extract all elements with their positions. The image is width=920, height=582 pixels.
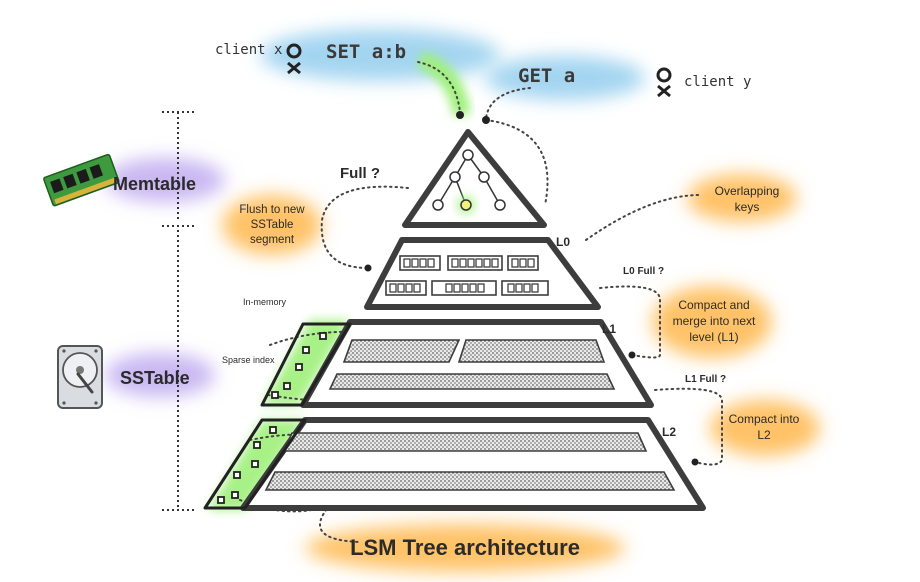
l1-sstable-segment (328, 373, 616, 390)
set-entry-point (456, 111, 464, 119)
sstable-highlight (105, 353, 215, 397)
compact-l2-end-point (691, 458, 699, 466)
l1-full-label: L1 Full ? (685, 374, 726, 385)
overlap-note: Overlapping keys (715, 184, 780, 214)
l1-trapezoid (300, 319, 654, 408)
get-flow-path (485, 87, 531, 119)
get-command: GET a (518, 65, 575, 87)
level-label-l0: L0 (556, 235, 570, 249)
compact-l1-flow-path (599, 285, 661, 359)
index-key (231, 491, 239, 499)
l0-segment-keys (389, 283, 421, 293)
sparse-index-label: Sparse index (222, 355, 275, 365)
overlap-note-line: keys (735, 200, 760, 214)
new-tree-node (460, 199, 472, 211)
index-key (217, 496, 225, 504)
compact-l1-end-point (628, 351, 636, 359)
l2-tier (203, 417, 706, 511)
l0-trapezoid (364, 237, 601, 310)
overlap-pointer (585, 194, 701, 241)
index-key (233, 471, 241, 479)
compact-l1-note-line: level (L1) (689, 330, 738, 344)
index-key (251, 460, 259, 468)
compact-l2-flow-path (654, 387, 723, 466)
compact-l1-note-line: Compact and (678, 298, 749, 312)
hard-disk-icon (57, 345, 103, 409)
flush-highlight (222, 195, 322, 255)
overlap-highlight (687, 174, 797, 222)
ram-stick-icon (43, 153, 120, 207)
tree-node (449, 171, 461, 183)
flush-end-point (364, 264, 372, 272)
level-ruler (162, 111, 194, 511)
l0-full-label: L0 Full ? (623, 266, 664, 277)
tree-node (462, 149, 474, 161)
flush-flow-path (320, 185, 409, 269)
compact-l2-note: Compact into L2 (729, 412, 800, 442)
full-question-label: Full ? (340, 165, 380, 182)
compact-l1-note: Compact and merge into next level (L1) (673, 298, 756, 344)
compact-l1-note-line: merge into next (673, 314, 756, 328)
memtable-highlight (105, 158, 225, 202)
l0-segment-keys (511, 258, 535, 268)
index-key (253, 441, 261, 449)
compact-l2-note-line: Compact into (729, 412, 800, 426)
index-key (271, 391, 279, 399)
tree-node (432, 199, 444, 211)
flush-note-line: segment (250, 234, 295, 246)
l0-tier (364, 237, 601, 310)
compact-l1-highlight (652, 286, 772, 358)
tree-node (494, 199, 506, 211)
l1-sstable-segment (342, 339, 461, 363)
flush-note-line: Flush to new (239, 204, 305, 216)
diagram-title: LSM Tree architecture (350, 535, 580, 560)
index-key (283, 382, 291, 390)
sstable-label: SSTable (120, 368, 190, 388)
highlight-layer (105, 29, 820, 572)
memtable-triangle (402, 129, 547, 228)
flush-note-line: SSTable (251, 219, 294, 231)
l0-segment-keys (403, 258, 435, 268)
client-y-label: client y (684, 74, 751, 90)
title-highlight (305, 524, 625, 572)
l0-segment-keys (451, 258, 499, 268)
index-key (295, 363, 303, 371)
l2-sstable-segment (264, 471, 676, 491)
tree-node (478, 171, 490, 183)
get-search-path (485, 119, 549, 206)
l0-segment-keys (445, 283, 485, 293)
l1-sparse-index (260, 322, 352, 407)
in-memory-label: In-memory (243, 297, 287, 307)
client-x-icon (286, 43, 302, 75)
memtable-tier (402, 129, 547, 228)
get-entry-point (482, 116, 490, 124)
set-flow-path (417, 61, 461, 113)
l1-sstable-segment (457, 339, 606, 363)
index-key (269, 426, 277, 434)
overlap-note-line: Overlapping (715, 184, 780, 198)
set-command: SET a:b (326, 41, 406, 63)
l1-tier (260, 319, 654, 408)
client-x-label: client x (215, 42, 282, 58)
l0-segment-keys (507, 283, 539, 293)
l2-sstable-segment (282, 432, 648, 452)
level-label-l2: L2 (662, 425, 676, 439)
compact-l2-note-line: L2 (757, 428, 771, 442)
index-key (302, 346, 310, 354)
flush-note: Flush to new SSTable segment (239, 204, 305, 246)
index-key (319, 332, 327, 340)
l2-sparse-index (203, 418, 307, 510)
compact-l2-highlight (710, 400, 820, 456)
memtable-label: Memtable (113, 174, 196, 194)
level-label-l1: L1 (602, 322, 616, 336)
client-y-icon (656, 67, 672, 98)
